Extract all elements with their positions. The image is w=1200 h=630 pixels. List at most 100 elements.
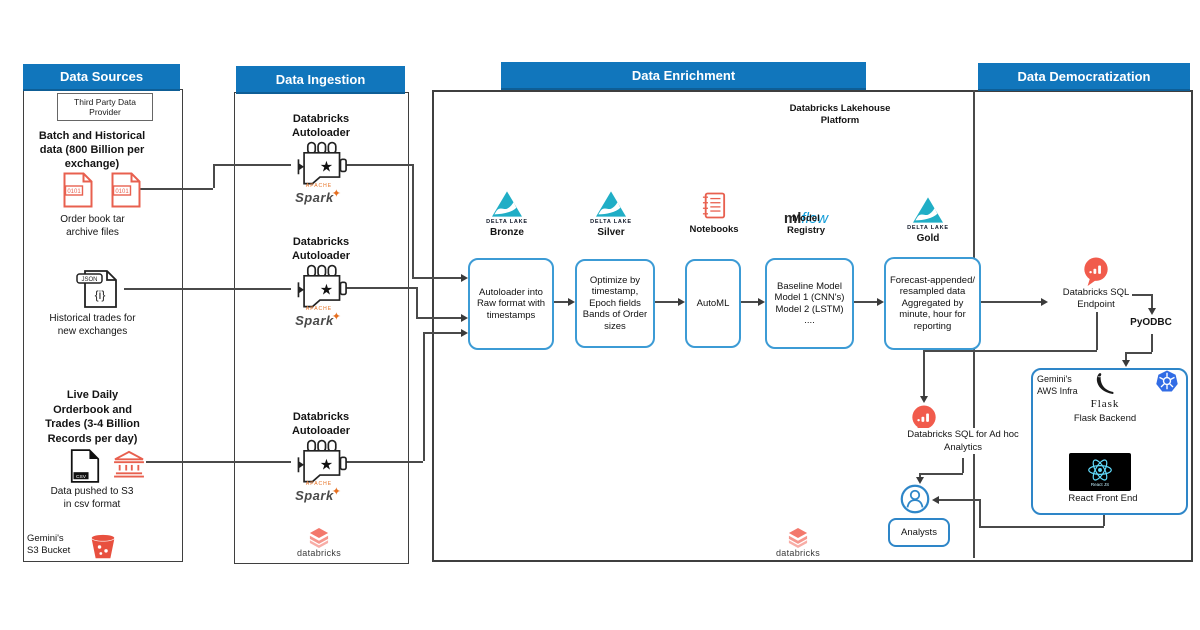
step-baseline-model-label: Baseline Model Model 1 (CNN's) Model 2 (… [774, 280, 845, 327]
spark-wordmark: Spark [295, 313, 334, 328]
delta-bronze-label: Bronze [490, 227, 524, 238]
delta-lake-wordmark: DELTA LAKE [486, 219, 528, 225]
arrowhead [461, 329, 468, 337]
kubernetes-icon [1156, 370, 1178, 392]
connector-segment [979, 526, 1104, 528]
delta-lake-wordmark: DELTA LAKE [907, 225, 949, 231]
arrowhead [916, 477, 924, 484]
exchange-bank-icon [114, 450, 144, 478]
pyodbc-label: PyODBC [1130, 317, 1172, 328]
notebooks-icon [702, 192, 726, 219]
connector-segment [1096, 312, 1098, 350]
mlflow-flow-text: flow [801, 210, 829, 227]
third-party-provider-box: Third Party Data Provider [57, 93, 153, 121]
connector-segment [345, 461, 423, 463]
autoloader-engine-icon: ★ [297, 264, 347, 308]
delta-lake-icon [596, 191, 626, 217]
connector-segment [213, 164, 215, 188]
step-forecast-label: Forecast-appended/ resampled data Aggreg… [889, 274, 976, 332]
batch-historical-label: Batch and Historical data (800 Billion p… [38, 130, 146, 170]
connector-segment [140, 188, 213, 190]
autoloader-label: Databricks Autoloader [291, 411, 351, 437]
spark-star-icon: ✦ [331, 311, 341, 323]
historical-trades-label: Historical trades for new exchanges [49, 313, 136, 337]
databricks-logo-icon [788, 528, 808, 548]
connector-segment [962, 458, 964, 473]
delta-lake-icon [492, 191, 522, 217]
spark-star-icon: ✦ [331, 486, 341, 498]
delta-lake-icon [913, 197, 943, 223]
step-automl-label: AutoML [696, 297, 730, 309]
csv-file-text: CSV [76, 474, 87, 480]
svg-text:★: ★ [320, 281, 333, 298]
notebooks-label: Notebooks [689, 224, 739, 235]
header-data-enrichment: Data Enrichment [501, 62, 866, 90]
connector-segment [124, 288, 291, 290]
s3-bucket-label: Gemini's S3 Bucket [27, 533, 71, 556]
order-book-label: Order book tar archive files [60, 214, 125, 238]
connector-segment [412, 164, 414, 277]
connector-segment [416, 317, 461, 319]
spark-apache-label: APACHE [305, 481, 333, 487]
databricks-wordmark: databricks [775, 548, 821, 558]
binary-file-text: 0101 [115, 189, 129, 195]
arrowhead [932, 496, 939, 504]
header-data-ingestion: Data Ingestion [236, 66, 405, 94]
csv-file-icon: CSV [70, 449, 100, 483]
connector-segment [923, 350, 925, 396]
step-forecast: Forecast-appended/ resampled data Aggreg… [884, 257, 981, 350]
connector-segment [651, 301, 678, 303]
connector-segment [146, 461, 291, 463]
mlflow-logo: mlflow [770, 192, 842, 228]
connector-segment [737, 301, 758, 303]
connector-segment [213, 164, 291, 166]
binary-file-text: 0101 [67, 189, 81, 195]
analysts-box: Analysts [888, 518, 950, 547]
sql-endpoint-label: Databricks SQL Endpoint [1062, 287, 1130, 310]
step-automl: AutoML [685, 259, 741, 348]
step-baseline-model: Baseline Model Model 1 (CNN's) Model 2 (… [765, 258, 854, 349]
databricks-sql-icon [1084, 257, 1108, 286]
binary-file-icon: 0101 [63, 172, 93, 208]
step-autoloader-raw: Autoloader into Raw format with timestam… [468, 258, 554, 350]
lakehouse-container [432, 90, 1193, 562]
header-data-sources-label: Data Sources [59, 69, 144, 84]
analysts-label: Analysts [901, 526, 937, 538]
connector-segment [1132, 294, 1151, 296]
autoloader-label: Databricks Autoloader [291, 113, 351, 139]
spark-apache-label: APACHE [305, 306, 333, 312]
connector-segment [979, 499, 981, 526]
connector-segment [919, 473, 963, 475]
arrowhead [1122, 360, 1130, 367]
third-party-provider-label: Third Party Data Provider [74, 97, 136, 117]
connector-segment [1151, 294, 1153, 308]
adhoc-analytics-label: Databricks SQL for Ad hoc Analytics [898, 428, 1028, 454]
step-optimize: Optimize by timestamp, Epoch fields Band… [575, 259, 655, 348]
react-atom-icon [1088, 458, 1112, 481]
connector-segment [423, 332, 461, 334]
header-data-sources: Data Sources [23, 64, 180, 91]
arrowhead [461, 274, 468, 282]
databricks-logo-icon [309, 528, 329, 548]
aws-infra-label: Gemini's AWS Infra [1037, 374, 1078, 396]
flask-icon [1096, 373, 1114, 394]
connector-segment [1103, 511, 1105, 526]
data-pushed-label: Data pushed to S3 in csv format [50, 486, 134, 510]
connector-segment [939, 499, 979, 501]
connector-segment [416, 287, 418, 317]
arrowhead [877, 298, 884, 306]
arrowhead [758, 298, 765, 306]
json-file-text: JSON [81, 277, 97, 283]
s3-bucket-icon [91, 534, 115, 559]
header-data-ingestion-label: Data Ingestion [275, 71, 366, 87]
react-logo-box: React JS [1069, 453, 1131, 491]
connector-segment [919, 473, 921, 478]
arrowhead [1148, 308, 1156, 315]
connector-segment [1125, 352, 1127, 360]
connector-segment [412, 277, 461, 279]
autoloader-engine-icon: ★ [297, 141, 347, 185]
